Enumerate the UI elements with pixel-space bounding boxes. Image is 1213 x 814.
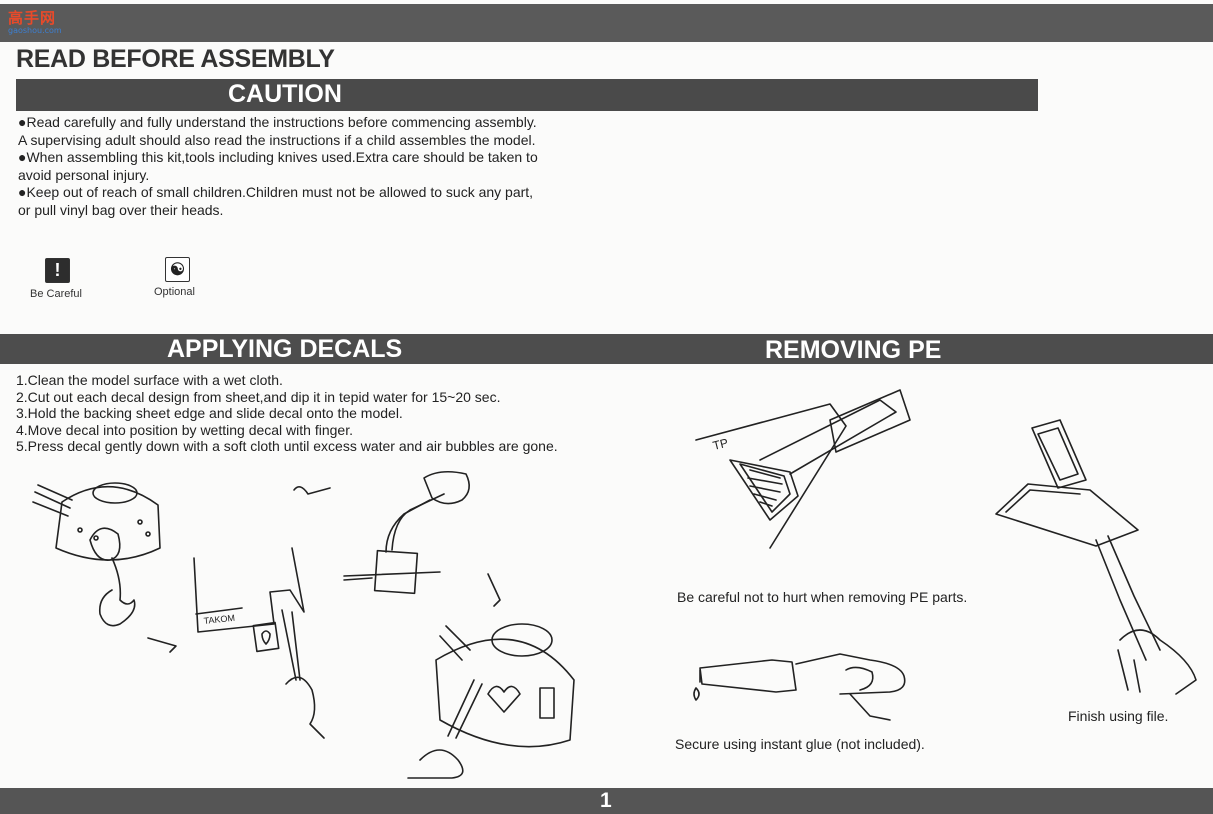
file-finishing-illustration	[995, 419, 1197, 695]
top-bar	[0, 4, 1213, 42]
decal-step: 5.Press decal gently down with a soft cl…	[16, 438, 558, 455]
fret-label: TP	[711, 436, 729, 453]
caution-line: or pull vinyl bag over their heads.	[18, 201, 224, 218]
page-title: READ BEFORE ASSEMBLY	[16, 45, 335, 73]
logo-subtext: gaoshou.com	[8, 26, 62, 35]
optional-icon: ☯	[165, 257, 190, 282]
be-careful-label: Be Careful	[30, 288, 82, 300]
cut-decal-illustration	[193, 486, 331, 739]
caution-line: ●Keep out of reach of small children.Chi…	[18, 184, 534, 200]
logo-text: 高手网	[8, 9, 57, 27]
caption-file: Finish using file.	[1068, 708, 1169, 724]
pe-fret-cutting-illustration	[695, 389, 911, 549]
decals-section-title: APPLYING DECALS	[167, 335, 403, 363]
sheet-label: TAKOM	[203, 613, 235, 626]
turret-decal-illustration	[407, 623, 575, 779]
section-header-bar	[0, 334, 1213, 364]
site-logo: 高手网 gaoshou.com	[8, 7, 68, 37]
decal-step: 2.Cut out each decal design from sheet,a…	[16, 388, 501, 405]
optional-label: Optional	[154, 286, 195, 298]
footer-bar	[0, 788, 1213, 814]
pe-section-title: REMOVING PE	[765, 336, 942, 364]
caution-line: A supervising adult should also read the…	[18, 131, 536, 148]
caption-careful: Be careful not to hurt when removing PE …	[677, 589, 968, 605]
caution-header-bar	[16, 79, 1038, 111]
decal-step: 3.Hold the backing sheet edge and slide …	[16, 405, 403, 422]
caution-line: ●Read carefully and fully understand the…	[18, 114, 537, 130]
caution-line: ●When assembling this kit,tools includin…	[18, 149, 538, 165]
caution-title: CAUTION	[228, 80, 342, 108]
turret-cleaning-illustration	[32, 482, 177, 653]
decal-step: 1.Clean the model surface with a wet clo…	[16, 372, 283, 388]
page-number: 1	[600, 789, 612, 812]
dip-water-illustration	[343, 470, 501, 607]
glue-application-illustration	[693, 653, 906, 721]
caution-text: ●Read carefully and fully understand the…	[18, 114, 618, 219]
decal-step: 4.Move decal into position by wetting de…	[16, 421, 353, 438]
decal-steps: 1.Clean the model surface with a wet clo…	[16, 372, 558, 455]
caption-glue: Secure using instant glue (not included)…	[675, 736, 925, 752]
exclamation-icon: !	[45, 258, 70, 283]
caution-line: avoid personal injury.	[18, 166, 150, 183]
